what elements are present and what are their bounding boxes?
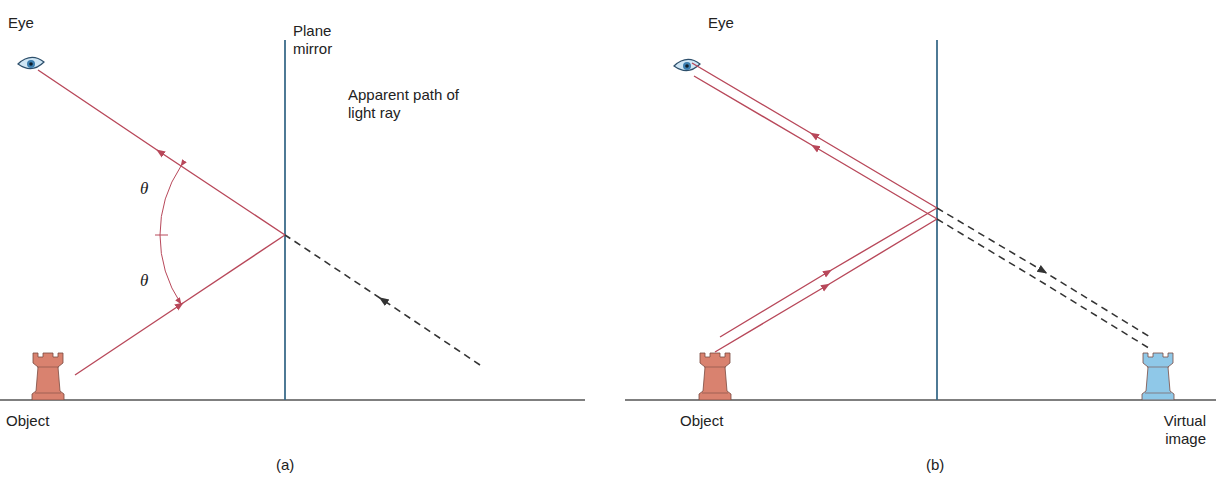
object-label: Object bbox=[680, 412, 723, 430]
ground-line bbox=[0, 399, 585, 401]
apparent-path bbox=[937, 219, 1152, 350]
panel-b bbox=[625, 40, 1216, 400]
panel-label: (a) bbox=[276, 456, 294, 474]
panel-label: (b) bbox=[926, 456, 944, 474]
panel-a bbox=[0, 40, 585, 400]
angle-arc bbox=[160, 235, 181, 304]
image-label: Virtual image bbox=[1128, 412, 1206, 448]
eye-label: Eye bbox=[8, 14, 34, 32]
object-rook bbox=[699, 353, 731, 400]
virtual-image-rook bbox=[1142, 353, 1174, 400]
apparent-path bbox=[285, 235, 480, 365]
reflected-ray bbox=[38, 70, 285, 235]
angle-label: θ bbox=[140, 180, 148, 198]
angle-label: θ bbox=[140, 272, 148, 290]
eye-icon bbox=[18, 57, 44, 68]
incident-ray bbox=[715, 219, 937, 352]
incident-ray bbox=[720, 208, 937, 337]
angle-arc bbox=[160, 166, 181, 235]
mirror-label: Plane mirror bbox=[293, 22, 353, 58]
eye-label: Eye bbox=[708, 14, 734, 32]
object-label: Object bbox=[6, 412, 49, 430]
plane-mirror bbox=[284, 40, 286, 400]
object-rook bbox=[32, 353, 64, 400]
apparent-path bbox=[937, 208, 1150, 337]
incident-ray bbox=[75, 235, 285, 375]
angle-tick bbox=[155, 235, 168, 236]
path-label: Apparent path of light ray bbox=[348, 86, 466, 122]
reflected-ray bbox=[694, 76, 937, 219]
reflected-ray bbox=[692, 63, 937, 208]
